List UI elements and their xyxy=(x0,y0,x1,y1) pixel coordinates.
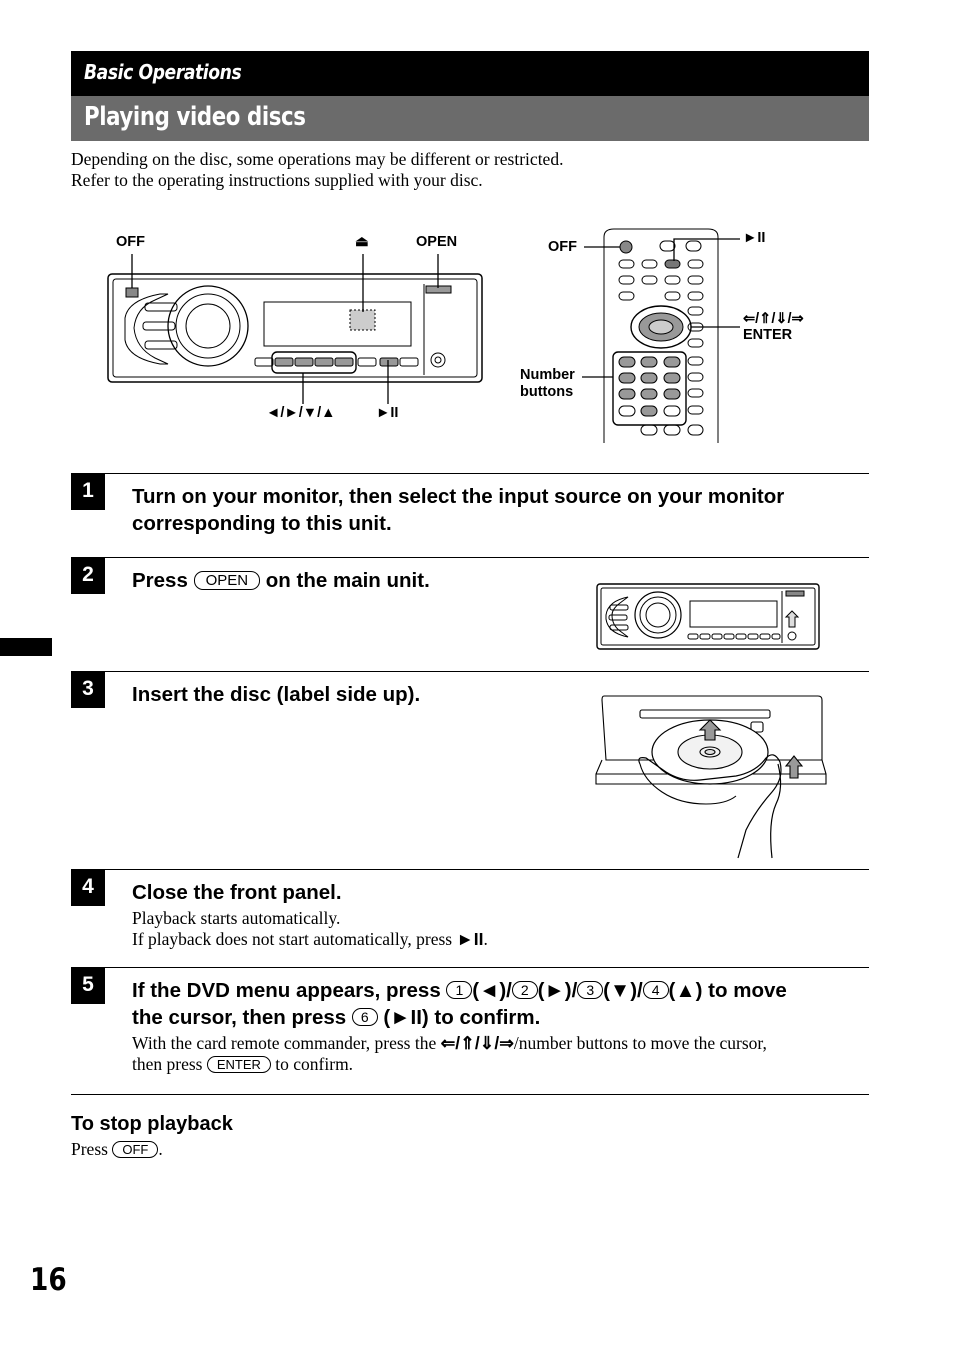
main-unit-small-illustration xyxy=(596,583,820,650)
off-key-icon: OFF xyxy=(112,1141,159,1158)
step-divider xyxy=(71,671,869,672)
key-2-icon: 2 xyxy=(511,981,538,999)
step-5-number: 5 xyxy=(71,968,105,1004)
arrow-keys-icon: ⇐/⇑/⇓/⇒ xyxy=(440,1033,514,1053)
open-label: OPEN xyxy=(416,234,458,250)
remote-off-label: OFF xyxy=(548,239,577,255)
number-buttons-label-2: buttons xyxy=(520,384,574,400)
step-divider xyxy=(71,869,869,870)
side-tab xyxy=(0,638,52,656)
step-3-number: 3 xyxy=(71,672,105,708)
step-2-number: 2 xyxy=(71,558,105,594)
step-divider xyxy=(71,967,869,968)
step-5-body: With the card remote commander, press th… xyxy=(132,1033,767,1074)
key-6-icon: 6 xyxy=(351,1008,378,1026)
step-1-title: Turn on your monitor, then select the in… xyxy=(132,485,785,535)
section-divider xyxy=(71,1094,869,1095)
play-pause-icon: ►II xyxy=(376,405,399,421)
remote-enter-label: ENTER xyxy=(743,327,793,343)
step-2-title: Press OPEN on the main unit. xyxy=(132,569,430,592)
page-title-bar: Playing video discs xyxy=(71,96,869,141)
stop-playback-body: Press OFF. xyxy=(71,1139,163,1159)
step-4-body: Playback starts automatically. If playba… xyxy=(132,908,488,949)
main-unit-illustration xyxy=(107,254,483,404)
intro-text: Depending on the disc, some operations m… xyxy=(71,149,563,191)
step-4-title: Close the front panel. xyxy=(132,881,342,904)
number-buttons-label-1: Number xyxy=(520,367,575,383)
off-label: OFF xyxy=(116,234,145,250)
step-1-number: 1 xyxy=(71,474,105,510)
intro-line-1: Depending on the disc, some operations m… xyxy=(71,149,564,169)
arrow-buttons-label: ◄/►/▼/▲ xyxy=(266,405,336,421)
remote-arrows-label: ⇐/⇑/⇓/⇒ xyxy=(743,311,804,327)
step-divider xyxy=(71,557,869,558)
step-3-title: Insert the disc (label side up). xyxy=(132,683,421,706)
remote-illustration xyxy=(582,228,740,443)
insert-disc-illustration xyxy=(595,695,827,859)
step-4-number: 4 xyxy=(71,870,105,906)
open-key-icon: OPEN xyxy=(193,571,261,590)
page-number: 16 xyxy=(30,1262,67,1298)
step-5-title: If the DVD menu appears, press 1(◄)/2(►)… xyxy=(132,979,787,1029)
key-4-icon: 4 xyxy=(642,981,669,999)
enter-key-icon: ENTER xyxy=(206,1056,271,1073)
stop-playback-title: To stop playback xyxy=(71,1113,233,1135)
section-header: Basic Operations xyxy=(71,51,869,96)
remote-play-pause-icon: ►II xyxy=(743,230,766,246)
intro-line-2: Refer to the operating instructions supp… xyxy=(71,170,483,190)
play-pause-icon: ►II xyxy=(456,929,484,949)
section-title: Basic Operations xyxy=(84,60,242,84)
step-divider xyxy=(71,473,869,474)
key-1-icon: 1 xyxy=(446,981,473,999)
page-title: Playing video discs xyxy=(84,102,306,132)
eject-icon: ⏏ xyxy=(355,234,369,250)
key-3-icon: 3 xyxy=(577,981,604,999)
